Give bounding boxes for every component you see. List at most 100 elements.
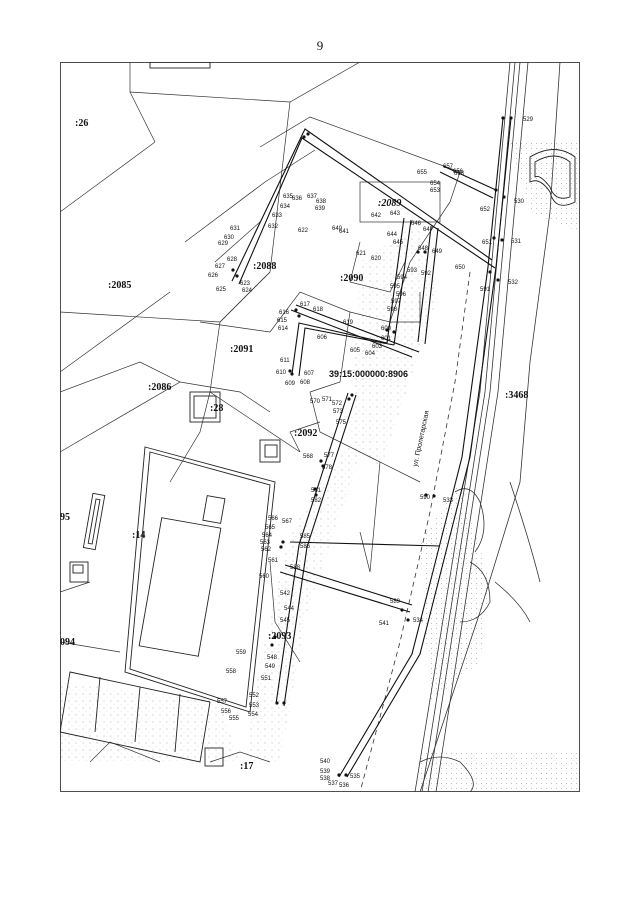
parcel-label-17: :17 xyxy=(240,761,253,772)
point-label: 558 xyxy=(226,669,237,675)
point-label: 544 xyxy=(284,606,295,612)
point-label: 534 xyxy=(413,618,424,624)
point-label: 634 xyxy=(280,204,291,210)
boundary-dashed xyxy=(359,271,471,792)
point-label: 638 xyxy=(316,199,327,205)
point-label: 654 xyxy=(430,181,441,187)
point-label: 551 xyxy=(261,676,272,682)
point-label: 567 xyxy=(282,519,293,525)
parcel-label-14: :14 xyxy=(132,530,145,541)
point-label: 541 xyxy=(379,621,390,627)
parcel-label-2092: :2092 xyxy=(294,428,317,439)
point-label: 620 xyxy=(371,256,382,262)
point-label: 635 xyxy=(283,194,294,200)
point-label: 630 xyxy=(224,235,235,241)
parcel-label-95: 95 xyxy=(60,512,70,523)
point-label: 610 xyxy=(276,370,287,376)
point-label: 649 xyxy=(432,249,443,255)
point-label: 594 xyxy=(397,275,408,281)
parcel-label-2090: :2090 xyxy=(340,273,363,284)
point-label: 557 xyxy=(217,699,228,705)
utility-corridor xyxy=(231,117,512,778)
point-label: 646 xyxy=(411,221,422,227)
point-label: 537 xyxy=(328,781,339,787)
point-label: 535 xyxy=(350,774,361,780)
buildings xyxy=(60,62,576,767)
point-label: 653 xyxy=(430,188,441,194)
point-label: 577 xyxy=(324,453,335,459)
parcel-label-2093: :2093 xyxy=(268,631,291,642)
point-label: 643 xyxy=(390,211,401,217)
parcel-label-094: 094 xyxy=(60,637,75,648)
point-label: 578 xyxy=(322,465,333,471)
point-label: 585 xyxy=(300,534,311,540)
point-label: 530 xyxy=(514,199,525,205)
point-label: 622 xyxy=(298,228,309,234)
point-label: 624 xyxy=(242,288,253,294)
point-label: 571 xyxy=(322,397,333,403)
cadastral-number-label: 39:15:000000:8906 xyxy=(329,369,408,379)
point-label: 538 xyxy=(320,776,331,782)
point-label: 600 xyxy=(381,326,392,332)
point-label: 629 xyxy=(218,241,229,247)
point-label: 539 xyxy=(320,769,331,775)
point-label: 561 xyxy=(268,558,279,564)
point-label: 639 xyxy=(315,206,326,212)
point-label: 617 xyxy=(300,302,311,308)
parcel-label-2091: :2091 xyxy=(230,344,253,355)
point-label: 645 xyxy=(393,240,404,246)
point-label: 533 xyxy=(443,498,454,504)
point-label: 644 xyxy=(387,232,398,238)
point-label: 545 xyxy=(280,618,291,624)
parcel-label-3468: :3468 xyxy=(505,390,528,401)
roads xyxy=(414,62,561,792)
point-label: 568 xyxy=(303,454,314,460)
point-label: 623 xyxy=(240,281,251,287)
point-label: 540 xyxy=(320,759,331,765)
point-label: 556 xyxy=(221,709,232,715)
parcel-label-2085: :2085 xyxy=(108,280,131,291)
point-label: 605 xyxy=(350,348,361,354)
point-label: 590 xyxy=(420,495,431,501)
point-label: 618 xyxy=(313,307,324,313)
cadastral-map: :26 :2085 :2086 :2088 :2089 :2090 :2091 … xyxy=(60,62,580,792)
point-label: 603 xyxy=(372,344,383,350)
map-frame xyxy=(60,62,580,792)
point-label: 552 xyxy=(249,693,260,699)
point-label: 627 xyxy=(215,264,226,270)
point-label: 563 xyxy=(260,540,271,546)
parcel-label-28: :28 xyxy=(210,403,223,414)
point-label: 596 xyxy=(396,292,407,298)
point-label: 553 xyxy=(249,703,260,709)
point-label: 582 xyxy=(311,498,322,504)
point-label: 597 xyxy=(391,299,402,305)
point-label: 592 xyxy=(421,271,432,277)
point-label: 640 xyxy=(332,226,343,232)
point-label: 564 xyxy=(262,533,273,539)
point-label: 555 xyxy=(229,716,240,722)
point-label: 586 xyxy=(300,544,311,550)
point-label: 554 xyxy=(248,712,259,718)
point-label: 604 xyxy=(365,351,376,357)
point-labels: 529 530 531 532 533 534 535 536 537 538 … xyxy=(208,117,534,789)
point-label: 611 xyxy=(280,358,290,364)
point-label: 570 xyxy=(310,399,321,405)
point-label: 621 xyxy=(356,251,367,257)
point-label: 593 xyxy=(407,268,418,274)
vertex-markers xyxy=(231,116,513,777)
parcel-boundaries xyxy=(60,62,461,763)
point-label: 588 xyxy=(290,565,301,571)
point-label: 575 xyxy=(336,420,347,426)
street-label: ул. Пролетарская xyxy=(412,410,431,467)
point-label: 529 xyxy=(523,117,534,123)
point-label: 637 xyxy=(307,194,318,200)
point-label: 566 xyxy=(268,516,279,522)
terrain-textures xyxy=(60,142,580,792)
point-label: 632 xyxy=(268,224,279,230)
point-label: 559 xyxy=(236,650,247,656)
point-label: 647 xyxy=(423,227,434,233)
point-label: 542 xyxy=(280,591,291,597)
point-label: 536 xyxy=(339,783,350,789)
point-label: 572 xyxy=(332,401,343,407)
point-label: 607 xyxy=(304,371,315,377)
